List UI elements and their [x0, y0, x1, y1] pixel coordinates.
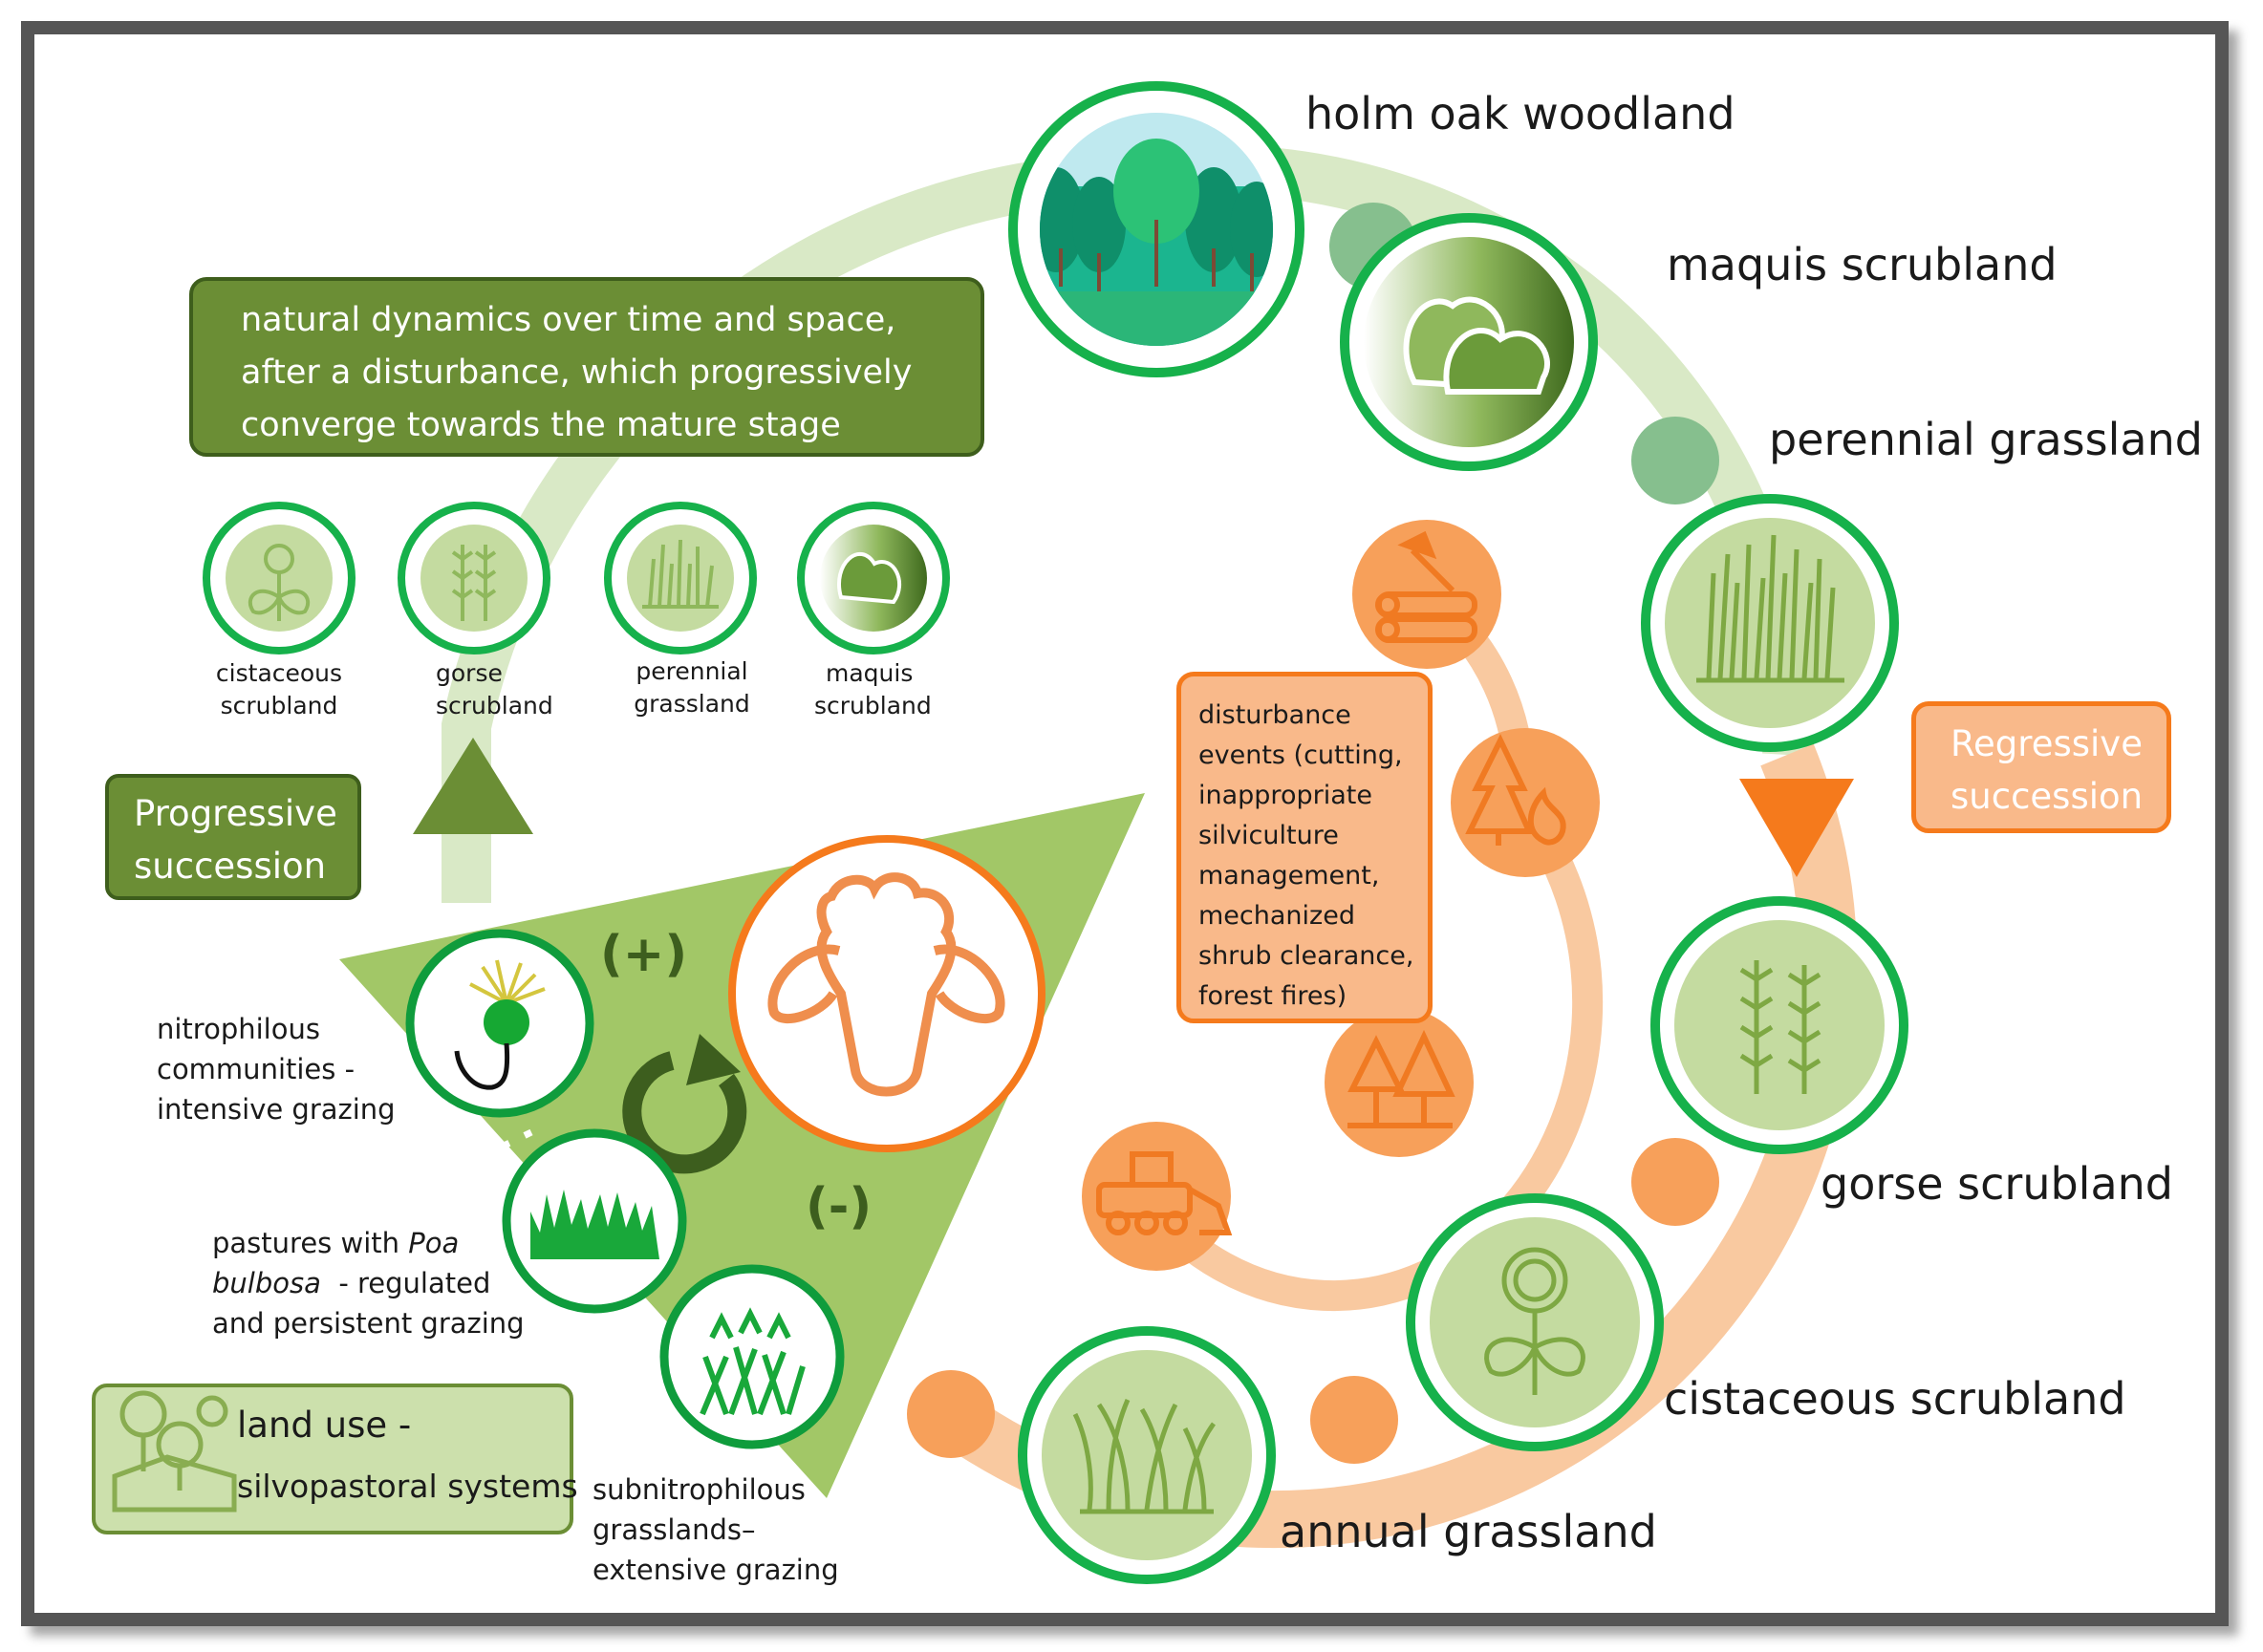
small-legend-icons: [203, 502, 950, 654]
refresh-cycle-icon: [622, 1034, 747, 1174]
path-dot: [1310, 1376, 1398, 1464]
subnitrophilous-label: subnitrophilous grasslands– extensive gr…: [593, 1473, 839, 1586]
disturbance-text: disturbance events (cutting, inappropria…: [1198, 700, 1414, 1011]
grazing-plus-label: (+): [600, 926, 688, 983]
grazing-minus-label: (-): [806, 1178, 873, 1235]
stage-label-holm-oak: holm oak woodland: [1305, 88, 1735, 139]
stage-label-maquis: maquis scrubland: [1667, 239, 2058, 290]
regressive-succession-label: Regressive succession: [1950, 723, 2144, 817]
progressive-succession-box: Progressive succession: [105, 774, 361, 900]
legend-label-cistaceous: cistaceous scrubland: [215, 659, 343, 719]
land-use-line2: silvopastoral systems: [237, 1468, 578, 1505]
pastures-label: pastures with Poa bulbosa - regulated an…: [212, 1227, 525, 1340]
cistaceous-flower-icon: [1406, 1193, 1664, 1451]
gorse-plant-icon: [1650, 896, 1908, 1154]
legend-label-perennial: perennial grassland: [634, 657, 750, 718]
wedge-divider: [404, 1128, 533, 1197]
stage-label-cistaceous: cistaceous scrubland: [1664, 1373, 2126, 1425]
regressive-arrow: [1739, 779, 1854, 877]
stage-label-annual: annual grassland: [1280, 1506, 1657, 1557]
land-use-line1: land use -: [237, 1405, 412, 1446]
sheep-icon: [728, 835, 1045, 1152]
disturbance-box: disturbance events (cutting, inappropria…: [1176, 672, 1433, 1023]
bulldozer-icon: [1082, 1122, 1231, 1271]
regressive-succession-box: Regressive succession: [1911, 701, 2171, 833]
description-box: natural dynamics over time and space, af…: [189, 277, 984, 457]
nitrophilous-label: nitrophilous communities - intensive gra…: [157, 1013, 396, 1126]
forest-fire-icon: [1451, 728, 1600, 877]
maquis-bush-icon: [1340, 213, 1598, 471]
path-dot: [907, 1370, 995, 1458]
land-use-box: land use - silvopastoral systems: [92, 1384, 578, 1534]
stage-label-gorse: gorse scrubland: [1821, 1158, 2173, 1210]
holm-oak-forest-icon: [1008, 81, 1304, 377]
legend-label-gorse: gorse scrubland: [436, 659, 553, 719]
annual-grass-icon: [1018, 1326, 1276, 1584]
wedge-divider: [580, 1314, 653, 1377]
progressive-succession-label: Progressive succession: [134, 793, 337, 887]
path-dot: [1631, 1138, 1719, 1226]
stage-label-perennial: perennial grassland: [1769, 414, 2203, 465]
progressive-arrow: [413, 738, 533, 834]
legend-label-maquis: maquis scrubland: [814, 659, 932, 719]
path-dot: [1631, 417, 1719, 504]
description-text: natural dynamics over time and space, af…: [241, 301, 913, 444]
perennial-grass-icon: [1641, 494, 1899, 752]
